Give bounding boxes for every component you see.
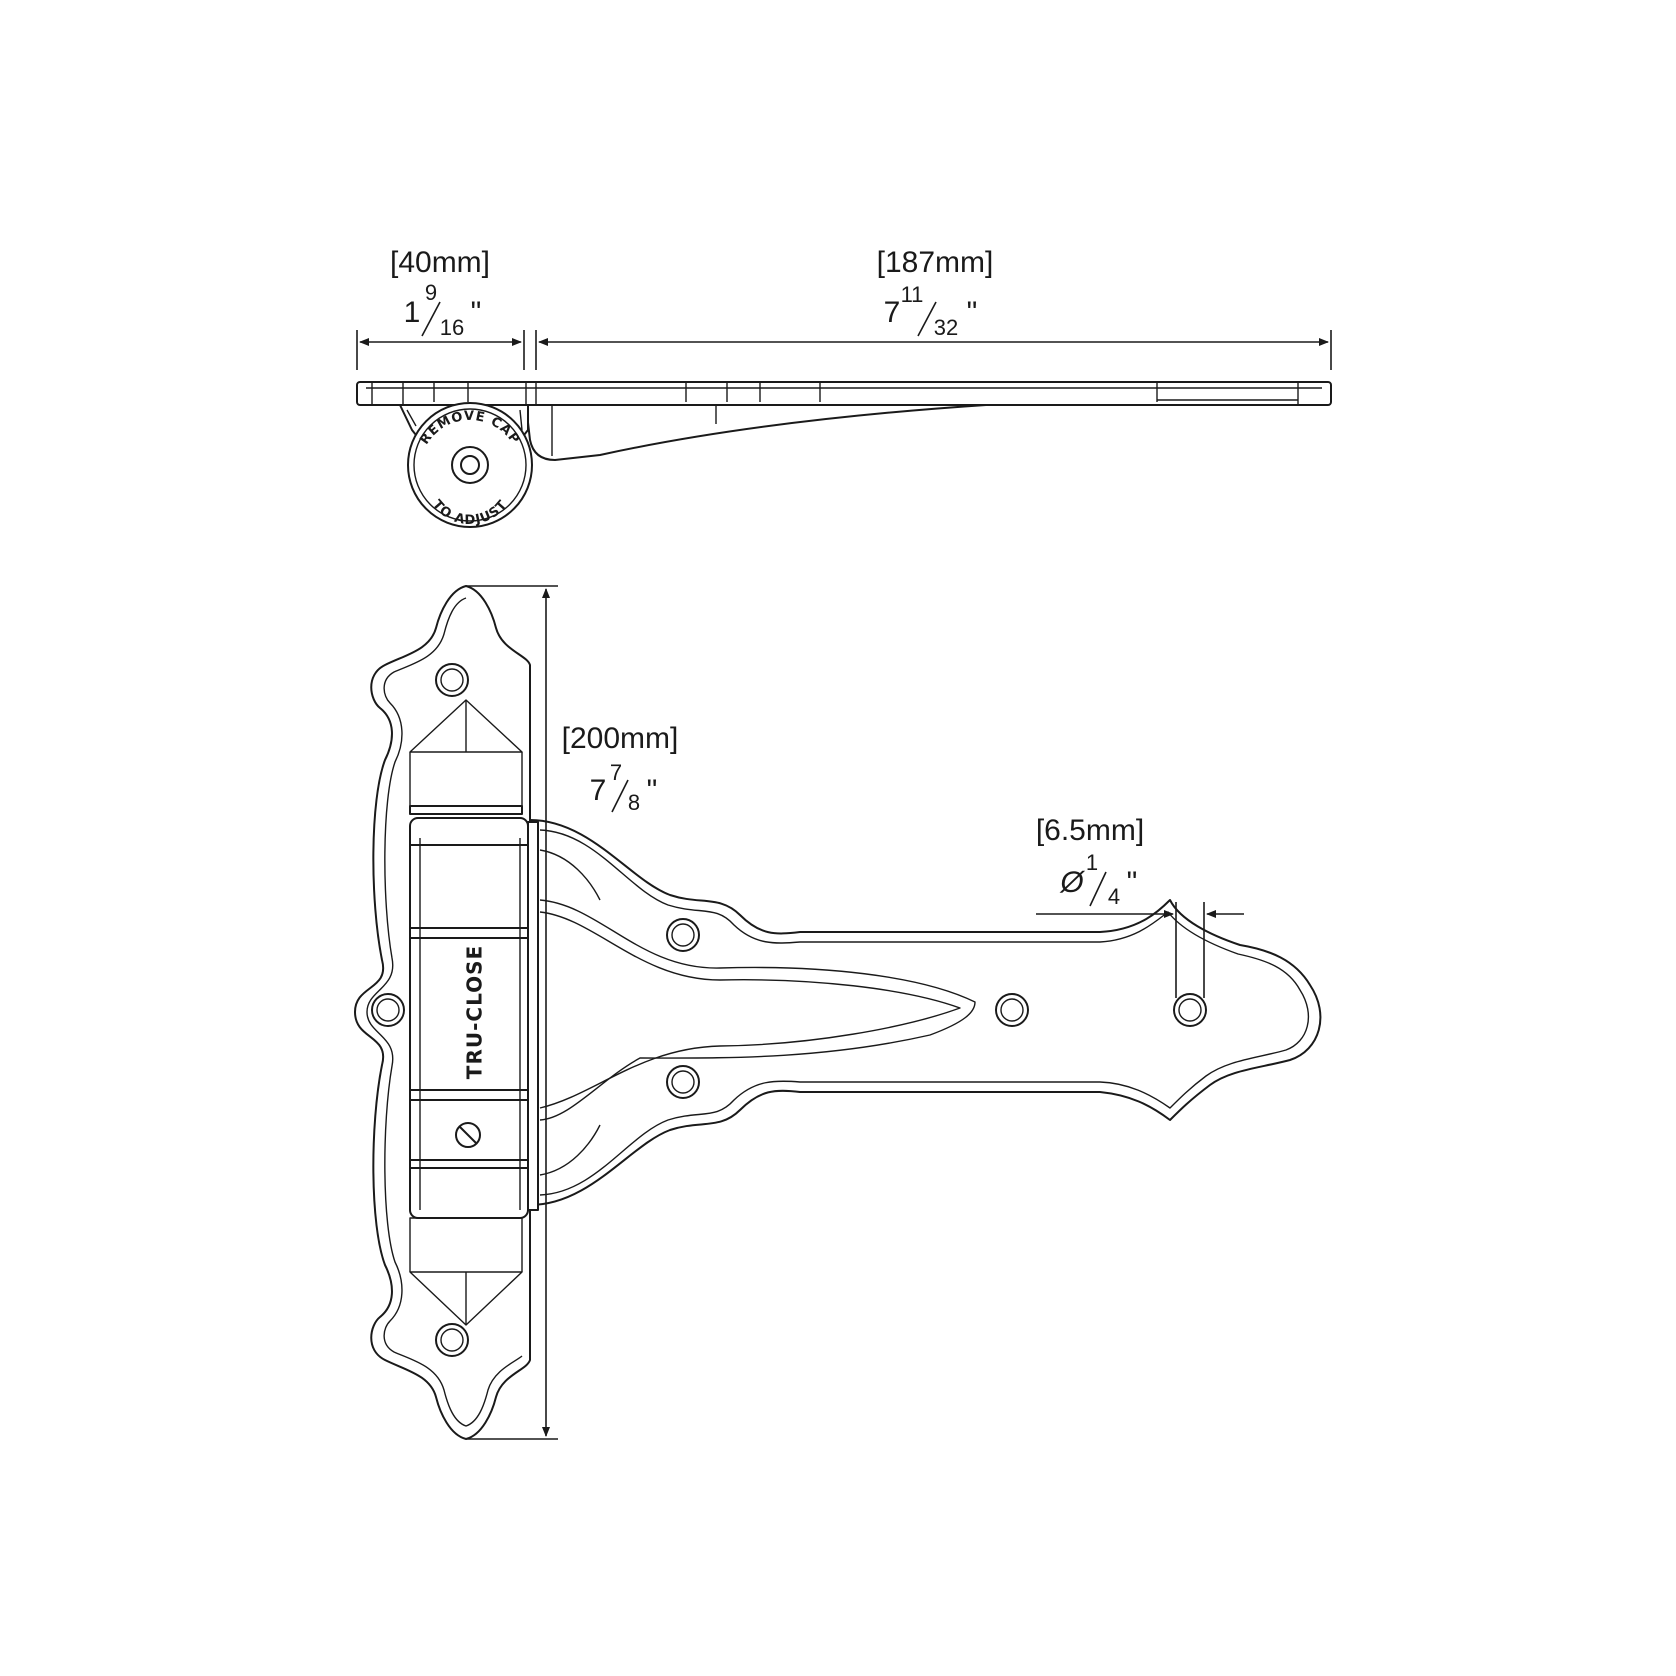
screw-hole-strap-end xyxy=(1173,993,1207,1027)
strap-length-numerator: 11 xyxy=(901,282,924,307)
hole-diameter-unit: " xyxy=(1127,866,1138,899)
adjustment-cap-hub xyxy=(451,446,489,484)
height-unit: " xyxy=(647,774,658,807)
screw-hole-strap-center xyxy=(995,993,1029,1027)
side-view-plate xyxy=(356,381,1332,406)
adjustment-cap xyxy=(407,402,533,528)
leaf-width-denominator: 16 xyxy=(440,315,464,340)
height-whole: 7 xyxy=(590,774,607,807)
strap-length-denominator: 32 xyxy=(934,315,958,340)
dimension-strap-length: [187mm] 7 11 32 " xyxy=(535,246,1332,370)
leaf-width-whole: 1 xyxy=(404,296,421,329)
dimension-leaf-width: [40mm] 1 9 16 " xyxy=(356,246,525,370)
screw-hole-bottom xyxy=(435,1323,469,1357)
hole-diameter-metric: [6.5mm] xyxy=(1036,814,1144,847)
height-metric: [200mm] xyxy=(562,722,679,755)
side-view: REMOVE CAP TO ADJUST xyxy=(356,381,1332,528)
screw-hole-strap-lower xyxy=(666,1065,700,1099)
dimension-height: [200mm] 7 7 8 " xyxy=(466,585,679,1440)
strap-spear xyxy=(539,899,976,1121)
height-numerator: 7 xyxy=(610,760,622,785)
adjustment-screw xyxy=(455,1122,481,1148)
screw-hole-top xyxy=(435,663,469,697)
leaf-width-unit: " xyxy=(471,296,482,329)
hole-diameter-numerator: 1 xyxy=(1086,850,1098,875)
brand-label: TRU-CLOSE xyxy=(463,945,487,1079)
strap-arm xyxy=(529,819,1322,1206)
screw-hole-middle xyxy=(371,993,405,1027)
strap-length-metric: [187mm] xyxy=(877,246,994,279)
screw-hole-strap-upper xyxy=(666,918,700,952)
strap-length-unit: " xyxy=(967,296,978,329)
leaf-width-metric: [40mm] xyxy=(390,246,490,279)
side-view-strap-rib xyxy=(525,404,987,461)
strap-length-whole: 7 xyxy=(884,296,901,329)
hole-diameter-symbol: Ø xyxy=(1059,866,1085,899)
front-view: TRU-CLOSE xyxy=(354,585,1322,1440)
leaf-width-numerator: 9 xyxy=(425,280,437,305)
height-denominator: 8 xyxy=(628,790,640,815)
hole-diameter-denominator: 4 xyxy=(1108,884,1120,909)
dimension-hole-diameter: [6.5mm] Ø 1 4 " xyxy=(1036,814,1244,998)
